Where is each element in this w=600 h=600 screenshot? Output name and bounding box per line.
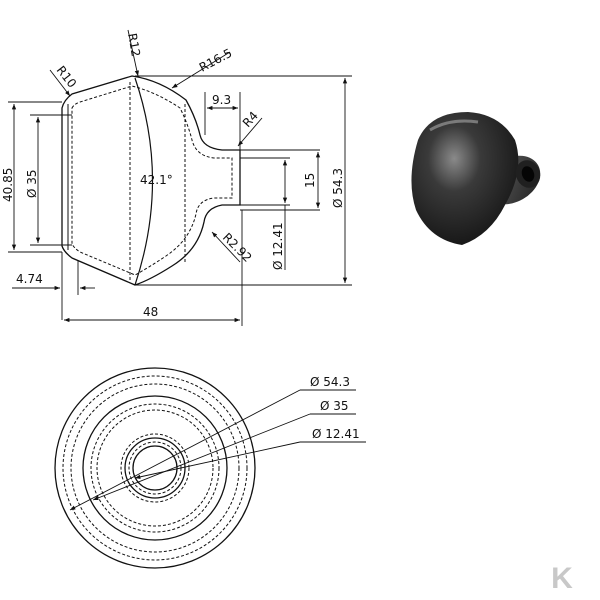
- dim-r10: R10: [54, 63, 80, 90]
- dim-dia-12-41-side: Ø 12.41: [271, 222, 285, 270]
- dim-48: 48: [143, 305, 158, 319]
- render-3d: [411, 112, 541, 245]
- dim-angle: 42.1°: [140, 173, 173, 187]
- dim-dia-54-3-side: Ø 54.3: [331, 168, 345, 208]
- front-view: [54, 367, 256, 569]
- side-view-dimensions: [8, 29, 352, 326]
- callout-dia-54-3: Ø 54.3: [310, 375, 350, 389]
- side-view-inner-dashed: [71, 85, 233, 276]
- brand-logo: K: [551, 562, 573, 595]
- dim-r4: R4: [240, 109, 261, 130]
- side-view-arc: [134, 77, 154, 286]
- dim-r16-5: R16.5: [197, 46, 235, 75]
- dim-9-3: 9.3: [212, 93, 231, 107]
- dim-40-85: 40.85: [1, 168, 15, 202]
- dim-r12: R12: [125, 32, 143, 58]
- dim-r2-92: R2.92: [220, 230, 255, 265]
- dim-4-74: 4.74: [16, 272, 43, 286]
- callout-dia-35: Ø 35: [320, 399, 349, 413]
- brand-logo-letter: K: [551, 562, 573, 595]
- dim-dia-35-side: Ø 35: [25, 169, 39, 198]
- front-view-leaders: [69, 389, 366, 511]
- side-view: [61, 75, 320, 286]
- dim-15: 15: [303, 173, 317, 188]
- callout-dia-12-41: Ø 12.41: [312, 427, 360, 441]
